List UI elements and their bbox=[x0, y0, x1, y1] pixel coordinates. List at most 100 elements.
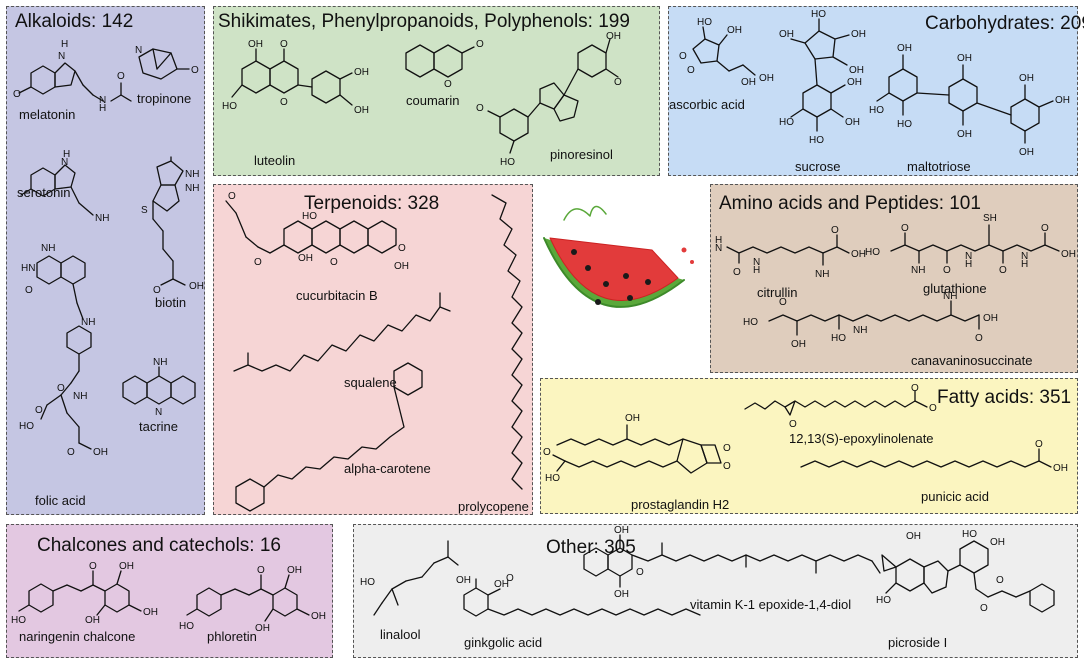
svg-text:OH: OH bbox=[779, 29, 794, 40]
svg-text:N: N bbox=[715, 243, 722, 254]
compound-label-alpha-carotene: alpha-carotene bbox=[344, 461, 431, 476]
compound-label-prolycopene: prolycopene bbox=[458, 499, 529, 514]
svg-text:O: O bbox=[35, 405, 43, 416]
watermelon-illustration bbox=[543, 205, 694, 308]
svg-text:OH: OH bbox=[845, 117, 860, 128]
svg-text:HO: HO bbox=[302, 211, 317, 222]
svg-text:O: O bbox=[614, 77, 622, 88]
svg-text:HO: HO bbox=[222, 101, 237, 112]
svg-text:OH: OH bbox=[847, 77, 862, 88]
tropinone-structure: NO bbox=[135, 45, 199, 80]
svg-text:O: O bbox=[25, 285, 33, 296]
svg-text:NH: NH bbox=[853, 325, 867, 336]
svg-text:OH: OH bbox=[354, 105, 369, 116]
svg-text:O: O bbox=[89, 561, 97, 572]
svg-text:OH: OH bbox=[849, 65, 864, 76]
svg-text:OH: OH bbox=[983, 313, 998, 324]
svg-text:O: O bbox=[999, 265, 1007, 276]
svg-text:N: N bbox=[135, 45, 142, 56]
svg-text:O: O bbox=[911, 383, 919, 394]
svg-text:NH: NH bbox=[185, 183, 199, 194]
serotonin-structure: HN NH bbox=[20, 149, 109, 224]
svg-text:OH: OH bbox=[614, 525, 629, 536]
melatonin-structure: HN O HN O bbox=[13, 39, 132, 114]
svg-text:OH: OH bbox=[354, 67, 369, 78]
compound-label-serotonin: serotonin bbox=[17, 185, 71, 200]
svg-text:OH: OH bbox=[851, 249, 866, 260]
svg-text:HO: HO bbox=[865, 247, 880, 258]
svg-text:N: N bbox=[99, 95, 106, 106]
svg-text:OH: OH bbox=[791, 339, 806, 350]
panel-title: Amino acids and Peptides: 101 bbox=[719, 193, 981, 214]
compound-label-canavaninosuccinate: canavaninosuccinate bbox=[911, 353, 1033, 368]
svg-text:OH: OH bbox=[255, 623, 270, 634]
svg-text:OH: OH bbox=[311, 611, 326, 622]
svg-text:O: O bbox=[280, 39, 288, 50]
svg-text:O: O bbox=[996, 575, 1004, 586]
svg-text:H: H bbox=[61, 39, 68, 50]
compound-label-prostaglandin-h2: prostaglandin H2 bbox=[631, 497, 730, 512]
svg-text:HO: HO bbox=[19, 421, 34, 432]
svg-text:O: O bbox=[980, 603, 988, 614]
svg-text:OH: OH bbox=[287, 565, 302, 576]
svg-text:O: O bbox=[330, 257, 338, 268]
svg-text:HO: HO bbox=[809, 135, 824, 146]
svg-text:OH: OH bbox=[298, 253, 313, 264]
tacrine-structure: NHN bbox=[122, 357, 196, 418]
svg-text:O: O bbox=[723, 443, 731, 454]
compound-label-squalene: squalene bbox=[344, 375, 397, 390]
svg-text:O: O bbox=[733, 267, 741, 278]
svg-text:O: O bbox=[476, 103, 484, 114]
svg-text:OH: OH bbox=[248, 39, 263, 50]
svg-text:OH: OH bbox=[606, 31, 621, 42]
svg-text:OH: OH bbox=[727, 25, 742, 36]
svg-text:OH: OH bbox=[1053, 463, 1068, 474]
panel-shikimates: Shikimates, Phenylpropanoids, Polyphenol… bbox=[213, 6, 660, 176]
pinoresinol-structure: OHO OHO bbox=[476, 31, 622, 168]
svg-text:HO: HO bbox=[811, 9, 826, 20]
svg-text:O: O bbox=[943, 265, 951, 276]
compound-label-coumarin: coumarin bbox=[406, 93, 460, 108]
svg-text:OH: OH bbox=[957, 129, 972, 140]
prolycopene-structure bbox=[491, 194, 523, 490]
coumarin-structure: OO bbox=[405, 39, 484, 90]
svg-text:OH: OH bbox=[957, 53, 972, 64]
compound-label-glutathione: glutathione bbox=[923, 281, 987, 296]
svg-text:OH: OH bbox=[189, 281, 204, 292]
svg-text:O: O bbox=[153, 285, 161, 296]
svg-text:HO: HO bbox=[831, 333, 846, 344]
svg-text:OH: OH bbox=[759, 73, 774, 84]
svg-text:OH: OH bbox=[897, 43, 912, 54]
svg-text:HO: HO bbox=[962, 529, 977, 540]
svg-text:H: H bbox=[715, 235, 722, 246]
svg-text:O: O bbox=[476, 39, 484, 50]
svg-text:O: O bbox=[831, 225, 839, 236]
panel-title: Other: 305 bbox=[546, 537, 636, 558]
svg-text:OH: OH bbox=[851, 29, 866, 40]
svg-text:NH: NH bbox=[185, 169, 199, 180]
svg-text:OH: OH bbox=[494, 579, 509, 590]
svg-text:O: O bbox=[723, 461, 731, 472]
punicic-acid-structure: OOH bbox=[800, 439, 1068, 474]
svg-text:HO: HO bbox=[897, 119, 912, 130]
svg-text:OH: OH bbox=[119, 561, 134, 572]
svg-text:NH: NH bbox=[943, 291, 957, 302]
svg-text:O: O bbox=[444, 79, 452, 90]
svg-text:OH: OH bbox=[990, 537, 1005, 548]
svg-text:HO: HO bbox=[545, 473, 560, 484]
svg-text:N: N bbox=[1021, 251, 1028, 262]
svg-text:H: H bbox=[1021, 259, 1028, 270]
compound-label-vitamin-k1-epoxide: vitamin K-1 epoxide-1,4-diol bbox=[690, 597, 852, 612]
svg-text:N: N bbox=[965, 251, 972, 262]
svg-text:OH: OH bbox=[1019, 147, 1034, 158]
